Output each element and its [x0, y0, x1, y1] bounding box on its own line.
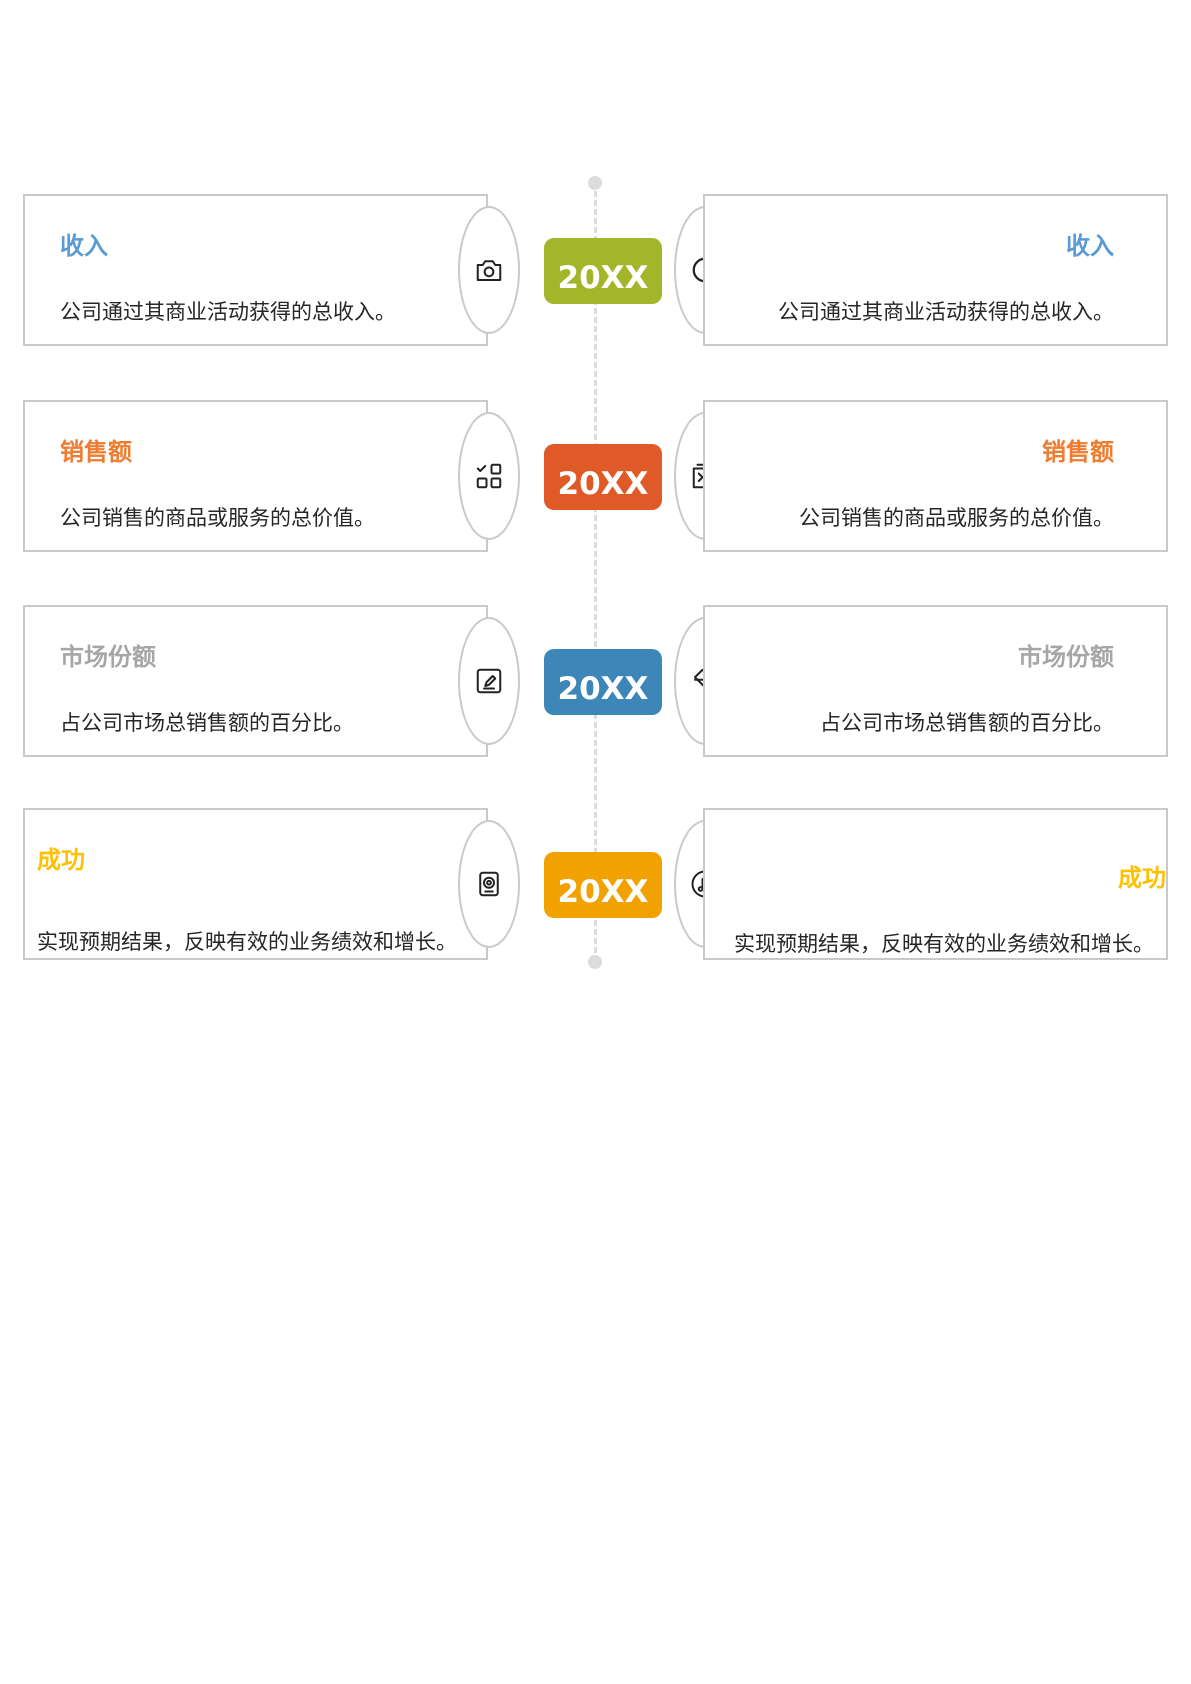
timeline-row: 成功 实现预期结果，反映有效的业务绩效和增长。 20XX 成功 实现预期结果，反…	[0, 808, 1191, 964]
card-title: 收入	[60, 232, 108, 260]
icon-bubble	[458, 617, 520, 745]
icon-bubble	[458, 206, 520, 334]
card-description: 占公司市场总销售额的百分比。	[820, 711, 1114, 735]
year-badge: 20XX	[544, 649, 662, 715]
left-card: 成功 实现预期结果，反映有效的业务绩效和增长。	[23, 808, 488, 960]
speaker-icon	[479, 871, 499, 897]
card-description: 占公司市场总销售额的百分比。	[60, 711, 354, 735]
left-card: 销售额 公司销售的商品或服务的总价值。	[23, 400, 488, 552]
card-title: 市场份额	[1018, 643, 1114, 671]
right-card: 成功 实现预期结果，反映有效的业务绩效和增长。	[703, 808, 1168, 960]
year-badge: 20XX	[544, 852, 662, 918]
card-description: 公司销售的商品或服务的总价值。	[60, 506, 375, 530]
camera-icon	[476, 260, 502, 281]
icon-bubble	[458, 412, 520, 540]
timeline-end-dot	[588, 955, 602, 969]
year-badge: 20XX	[544, 238, 662, 304]
icon-bubble	[458, 820, 520, 948]
card-title: 市场份额	[60, 643, 156, 671]
right-card: 收入 公司通过其商业活动获得的总收入。	[703, 194, 1168, 346]
card-title: 收入	[1066, 232, 1114, 260]
timeline-row: 收入 公司通过其商业活动获得的总收入。 20XX 收入 公司通过其商业活动获得的…	[0, 194, 1191, 350]
timeline-start-dot	[588, 176, 602, 190]
card-title: 销售额	[60, 438, 132, 466]
left-card: 收入 公司通过其商业活动获得的总收入。	[23, 194, 488, 346]
year-badge: 20XX	[544, 444, 662, 510]
right-card: 市场份额 占公司市场总销售额的百分比。	[703, 605, 1168, 757]
card-title: 成功	[1118, 864, 1166, 892]
grid-check-icon	[476, 463, 502, 489]
timeline-axis	[594, 182, 597, 962]
card-title: 成功	[37, 846, 85, 874]
edit-square-icon	[476, 668, 502, 694]
left-card: 市场份额 占公司市场总销售额的百分比。	[23, 605, 488, 757]
timeline-row: 销售额 公司销售的商品或服务的总价值。 20XX 销售额 公司销售的商品或服务的…	[0, 400, 1191, 556]
card-description: 实现预期结果，反映有效的业务绩效和增长。	[734, 932, 1154, 956]
timeline-row: 市场份额 占公司市场总销售额的百分比。 20XX 市场份额 占公司市场总销售额的…	[0, 605, 1191, 761]
right-card: 销售额 公司销售的商品或服务的总价值。	[703, 400, 1168, 552]
card-description: 公司通过其商业活动获得的总收入。	[778, 300, 1114, 324]
card-description: 公司通过其商业活动获得的总收入。	[60, 300, 396, 324]
card-description: 实现预期结果，反映有效的业务绩效和增长。	[37, 930, 457, 954]
card-title: 销售额	[1042, 438, 1114, 466]
card-description: 公司销售的商品或服务的总价值。	[799, 506, 1114, 530]
